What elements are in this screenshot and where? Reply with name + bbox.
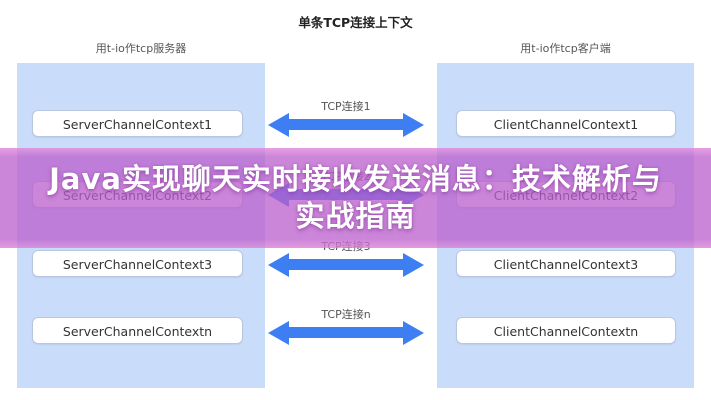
server-node-1: ServerChannelContext1 (32, 110, 243, 137)
server-column-header: 用t-io作tcp服务器 (95, 42, 187, 55)
tcp-connection-n: TCP连接n (267, 307, 425, 338)
client-node-3: ClientChannelContext3 (456, 250, 676, 277)
banner-title-line-2: 实战指南 (295, 199, 416, 233)
client-column-header: 用t-io作tcp客户端 (520, 42, 611, 55)
client-node-n: ClientChannelContextn (456, 317, 676, 344)
double-arrow-icon (288, 327, 404, 338)
server-node-n: ServerChannelContextn (32, 317, 243, 344)
tcp-connection-label: TCP连接1 (321, 100, 371, 113)
double-arrow-icon (288, 259, 404, 270)
tcp-connection-1: TCP连接1 (267, 99, 425, 130)
diagram-title: 单条TCP连接上下文 (298, 15, 413, 30)
server-node-3: ServerChannelContext3 (32, 250, 243, 277)
client-node-1: ClientChannelContext1 (456, 110, 676, 137)
banner-title-line-1: Java实现聊天实时接收发送消息：技术解析与 (49, 162, 662, 196)
double-arrow-icon (288, 119, 404, 130)
article-title-banner: Java实现聊天实时接收发送消息：技术解析与 实战指南 (0, 148, 711, 248)
tcp-connection-label: TCP连接n (321, 308, 371, 321)
